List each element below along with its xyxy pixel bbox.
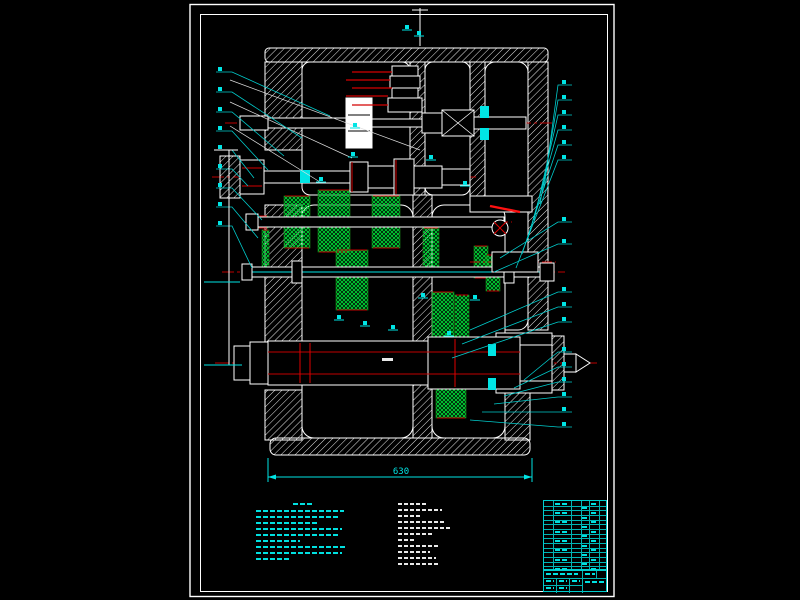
title-block-divider [544,578,606,579]
spec-line [398,539,414,541]
title-block-divider [556,578,557,593]
aux-shaft [469,195,556,273]
notes-line [256,528,342,530]
red-fit-leaders [346,71,392,106]
parts-cell-text [555,539,567,542]
balloon-leaders-right [451,80,572,428]
parts-cell-text [591,558,597,561]
parts-list-table [543,500,607,570]
left-dimension [204,149,242,366]
notes-line [256,546,346,548]
title-block [543,570,607,593]
balloon-leaders-left [216,67,331,269]
parts-row-divider [544,519,606,521]
parts-row-divider [544,515,606,516]
title-block-text [572,580,580,582]
notes-line [256,540,300,542]
shaft-1 [225,65,552,149]
spec-line [398,515,422,517]
parts-row-divider [544,561,606,563]
parts-column-divider [589,501,590,569]
title-block-text [585,573,595,575]
section-mark [412,8,428,46]
sheet-frame [189,3,615,598]
title-block-text [546,580,554,582]
parts-cell-text [555,502,567,505]
parts-cell-text [582,553,587,556]
spindle [215,336,600,390]
parts-cell-text [555,558,567,561]
shaft-4 [222,260,565,284]
notes-line [256,516,338,518]
parts-cell-text [555,521,567,524]
notes-line [256,534,338,536]
parts-row-divider [544,566,606,568]
notes-title [293,503,313,505]
spec-line [398,533,434,535]
parts-row-divider [544,547,606,549]
parts-row-divider [544,524,606,526]
spec-line [398,527,450,529]
title-block-text [559,580,567,582]
parts-cell-text [582,563,587,566]
parts-cell-text [582,544,587,547]
dimension-text-630: 630 [393,467,409,477]
title-block-divider [569,578,570,593]
red-highlight [489,204,521,214]
parts-column-divider [581,501,582,569]
technical-notes-block [256,503,350,565]
parts-row-divider [544,505,606,507]
parts-row-divider [544,538,606,540]
spec-line [398,563,440,565]
parts-cell-text [591,521,597,524]
spec-line [398,551,430,553]
parts-row-divider [544,533,606,535]
title-block-divider [596,571,597,578]
parts-cell-text [582,507,587,510]
parts-row-divider [544,543,606,544]
spec-line [398,503,428,505]
parts-cell-text [591,511,597,514]
notes-line [256,558,290,560]
title-block-text [546,573,578,575]
parts-row-divider [544,552,606,554]
part-callout-marks [316,25,480,337]
leader-lines-white [229,79,421,183]
parts-cell-text [591,502,597,505]
parts-cell-text [555,511,567,514]
overall-width-dimension: 630 [267,458,533,482]
spec-line [398,557,436,559]
parts-cell-text [591,567,597,570]
spec-line [398,545,440,547]
notes-line [256,552,342,554]
spec-text-block [398,503,464,569]
parts-cell-text [582,525,587,528]
title-block-divider [544,585,582,586]
parts-cell-text [555,567,567,570]
parts-cell-text [582,535,587,538]
parts-column-divider [553,501,554,569]
spec-line [398,509,442,511]
title-block-text [546,587,554,589]
parts-row-divider [544,557,606,558]
spindle-fit-label [382,358,393,361]
parts-cell-text [591,549,597,552]
parts-cell-text [591,539,597,542]
parts-cell-text [555,549,567,552]
parts-row-divider [544,510,606,512]
parts-cell-text [591,530,597,533]
spec-line [398,521,446,523]
parts-column-divider [599,501,600,569]
notes-line [256,510,344,512]
parts-column-divider [571,501,572,569]
shaft-2 [212,155,478,199]
parts-cell-text [582,516,587,519]
parts-cell-text [555,530,567,533]
title-block-text [559,587,567,589]
title-block-divider [582,571,583,593]
notes-line [256,522,318,524]
parts-row-divider [544,529,606,530]
title-block-text [585,581,605,583]
